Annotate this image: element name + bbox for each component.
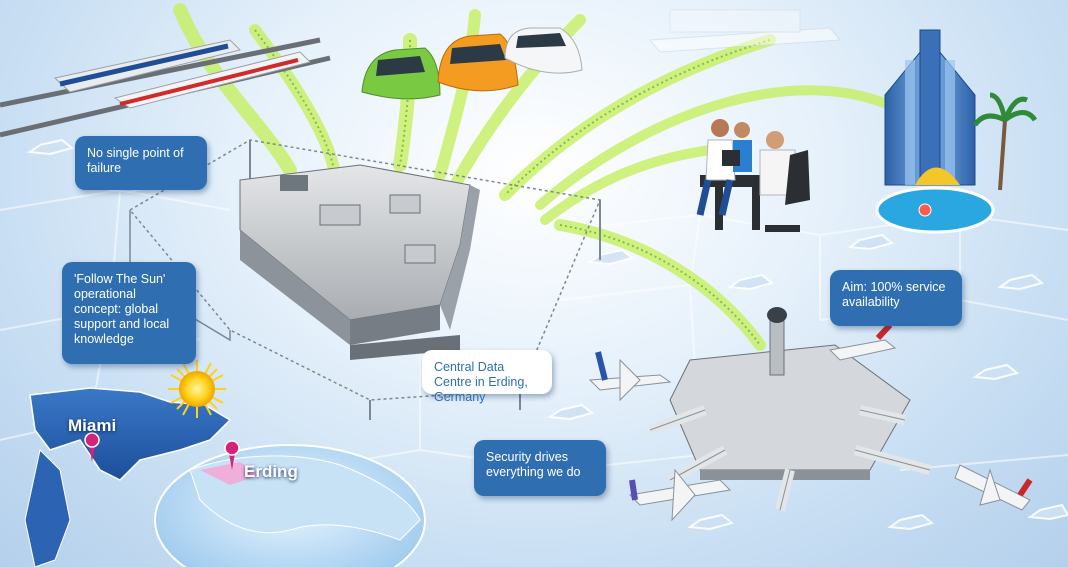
train-icon [0, 37, 331, 138]
ship-icon [648, 9, 842, 53]
americas-map [24, 387, 232, 567]
callout-text: Central Data Centre in Erding, Germany [434, 360, 528, 404]
callout-text: Security drives everything we do [486, 450, 581, 479]
place-label-erding: Erding [244, 462, 298, 481]
people-icon [696, 119, 810, 232]
callout-no-single-point: No single point of failure [75, 136, 207, 190]
globe-icon [154, 444, 426, 567]
sun-icon [168, 360, 226, 418]
callout-follow-the-sun: 'Follow The Sun' operational concept: gl… [62, 262, 196, 364]
map-pin-icon [84, 432, 240, 470]
airport-icon [648, 307, 932, 512]
callout-text: No single point of failure [87, 146, 184, 175]
callout-central-data-centre: Central Data Centre in Erding, Germany [422, 350, 552, 404]
callout-security: Security drives everything we do [474, 440, 606, 496]
data-centre-icon [128, 139, 602, 420]
callout-text: 'Follow The Sun' operational concept: gl… [74, 272, 170, 346]
airplane-icon [588, 322, 1033, 522]
place-label-miami: Miami [68, 416, 117, 435]
car-icon [361, 27, 583, 100]
callout-text: Aim: 100% service availability [842, 280, 946, 309]
callout-aim: Aim: 100% service availability [830, 270, 962, 326]
skyscraper-icon [875, 29, 1038, 234]
